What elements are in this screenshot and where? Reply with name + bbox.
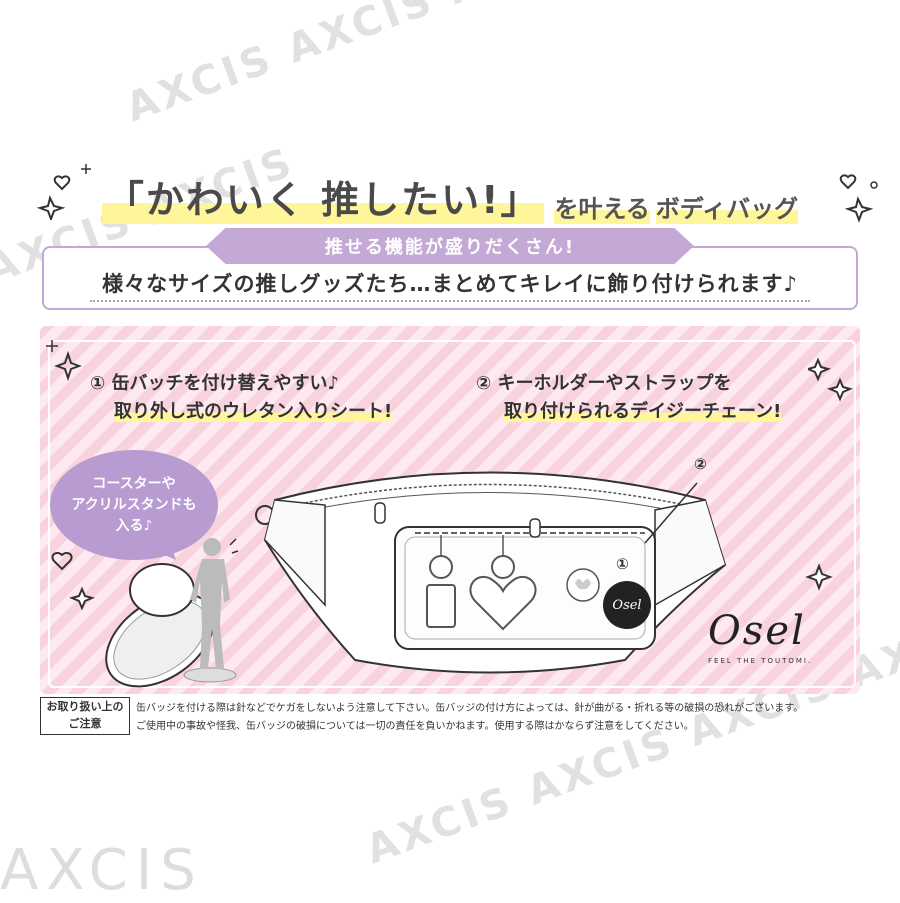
brand-tagline: FEEL THE TOUTOMI. — [708, 657, 813, 665]
sparkle-icon — [805, 563, 833, 591]
brand-logo: Osel — [708, 608, 806, 654]
svg-text:Osel: Osel — [612, 598, 641, 613]
watermark-text: AXCIS AXCIS AXCIS AXCIS — [120, 0, 763, 131]
callout-two: ② — [694, 455, 707, 473]
feature-2-line1: ② キーホルダーやストラップを — [476, 373, 732, 394]
feature-1-line1: ① 缶バッチを付け替えやすい♪ — [90, 373, 339, 394]
feature-1: ① 缶バッチを付け替えやすい♪ 取り外し式のウレタン入りシート! — [90, 370, 393, 426]
headline-product: ボディバッグ — [655, 189, 799, 224]
sparkle-icon — [46, 340, 82, 382]
caution-line: 缶バッジを付ける際は針などでケガをしないよう注意して下さい。缶バッジの付け方によ… — [136, 703, 804, 714]
caution-label-line: ご注意 — [68, 717, 102, 730]
sparkle-icon — [36, 164, 91, 220]
speech-bubble: コースターや アクリルスタンドも 入る♪ — [50, 450, 218, 560]
body-bag-illustration: Osel — [255, 471, 727, 674]
acrylic-stand-figure — [183, 538, 239, 683]
dotted-divider — [90, 300, 810, 302]
bubble-line: コースターや — [92, 475, 176, 492]
bubble-line: アクリルスタンドも — [71, 496, 197, 513]
watermark-text: AXCIS — [0, 838, 204, 903]
headline-main: 「かわいく 推したい!」 — [101, 169, 545, 224]
feature-1-line2: 取り外し式のウレタン入りシート! — [114, 401, 393, 422]
caution-label: お取り扱い上の ご注意 — [40, 697, 130, 735]
caution-label-line: お取り扱い上の — [46, 700, 124, 713]
feature-ribbon: 推せる機能が盛りだくさん! — [206, 228, 694, 264]
headline: 「かわいく 推したい!」 を叶える ボディバッグ — [0, 164, 900, 224]
caution-line: ご使用中の事故や怪我、缶バッジの破損については一切の責任を負いかねます。使用する… — [136, 721, 694, 732]
ribbon-label: 推せる機能が盛りだくさん! — [324, 237, 576, 258]
sparkle-icon — [839, 174, 878, 223]
sparkle-icon — [51, 551, 95, 611]
headline-sub: を叶える — [554, 189, 650, 224]
feature-2: ② キーホルダーやストラップを 取り付けられるデイジーチェーン! — [476, 370, 782, 426]
panel-border — [48, 340, 856, 688]
sparkle-icon — [808, 357, 853, 402]
feature-2-line2: 取り付けられるデイジーチェーン! — [504, 401, 782, 422]
callout-one: ① — [616, 555, 629, 573]
caution-text: 缶バッジを付ける際は針などでケガをしないよう注意して下さい。缶バッジの付け方によ… — [136, 700, 876, 736]
description-text: 様々なサイズの推しグッズたち…まとめてキレイに飾り付けられます♪ — [102, 272, 798, 296]
bubble-line: 入る♪ — [115, 517, 153, 534]
